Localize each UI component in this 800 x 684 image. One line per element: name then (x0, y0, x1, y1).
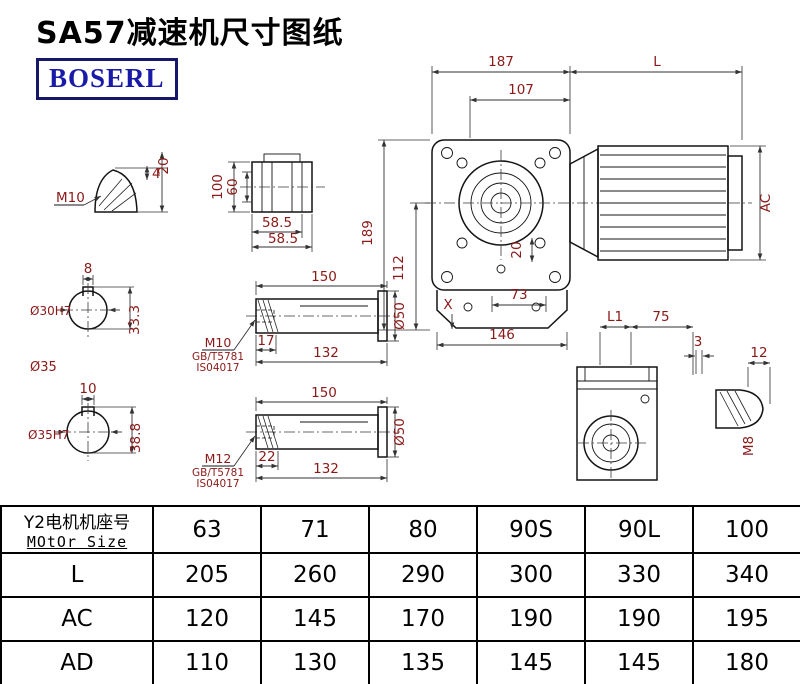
dim-60: 60 (225, 178, 241, 195)
dim-M12-s2: M12 (205, 451, 232, 466)
table-cell: 195 (692, 596, 800, 642)
dim-50-s1: Ø50 (392, 302, 408, 330)
dim-333: 33.3 (127, 305, 143, 335)
shaft2-view: 150 22 132 M12 GB/T5781 IS04017 Ø50 (192, 385, 408, 490)
row-label-AD: AD (0, 640, 154, 684)
motor-size-table: Y2电机机座号 MOtOr Size 63 71 80 90S 90L 100 … (0, 505, 800, 684)
table-row-AD: AD 110 130 135 145 145 180 (0, 640, 800, 684)
table-header-row: Y2电机机座号 MOtOr Size 63 71 80 90S 90L 100 (0, 505, 800, 554)
table-row-L: L 205 260 290 300 330 340 (0, 552, 800, 598)
dim-dia35: Ø35 (30, 360, 57, 375)
table-cell: 290 (368, 552, 478, 598)
table-cell: 205 (152, 552, 262, 598)
bore35-view: 10 Ø35H7 38.8 (28, 381, 144, 461)
std2-s1: IS04017 (196, 362, 239, 374)
motor-size-col: 71 (260, 505, 370, 554)
dim-8: 8 (84, 261, 93, 277)
dim-388: 38.8 (128, 423, 144, 453)
table-cell: 190 (584, 596, 694, 642)
page-title: SA57减速机尺寸图纸 (36, 16, 344, 51)
dim-107: 107 (508, 82, 534, 98)
motor-frame-label-en: MOtOr Size (26, 533, 128, 551)
motor-size-col: 63 (152, 505, 262, 554)
table-header-cell: Y2电机机座号 MOtOr Size (0, 505, 154, 554)
table-row-AC: AC 120 145 170 190 190 195 (0, 596, 800, 642)
dim-112: 112 (391, 255, 407, 281)
table-cell: 170 (368, 596, 478, 642)
dim-L: L (653, 54, 661, 70)
table-cell: 145 (584, 640, 694, 684)
x-mark: X (443, 297, 452, 313)
motor-size-col: 100 (692, 505, 800, 554)
table-cell: 130 (260, 640, 370, 684)
dim-M10-s1: M10 (205, 335, 232, 350)
dim-bore30-label: Ø30H7 (30, 304, 71, 318)
plug-detail: 12 M8 (715, 345, 771, 456)
motor-frame-label-cn: Y2电机机座号 (23, 513, 131, 533)
dim-L1: L1 (607, 309, 623, 325)
table-cell: 135 (368, 640, 478, 684)
side-view: L1 75 3 (576, 309, 714, 481)
dim-10: 10 (79, 381, 96, 397)
dim-187: 187 (488, 54, 514, 70)
main-view: 187 L 107 189 112 20 73 146 X AC (360, 54, 774, 350)
dim-146: 146 (489, 327, 515, 343)
dim-4: 4 (152, 166, 161, 182)
dim-17: 17 (257, 333, 274, 349)
dim-58a: 58.5 (262, 215, 292, 231)
dim-150-s1: 150 (311, 269, 337, 285)
dim-22: 22 (258, 449, 275, 465)
row-label-AC: AC (0, 596, 154, 642)
table-cell: 120 (152, 596, 262, 642)
dim-20-plug: 20 (156, 157, 172, 174)
table-cell: 300 (476, 552, 586, 598)
row-label-L: L (0, 552, 154, 598)
dim-75: 75 (652, 309, 669, 325)
dim-132-s2: 132 (313, 461, 339, 477)
shaft1-view: 150 17 132 M10 GB/T5781 IS04017 Ø50 (192, 269, 408, 374)
dim-12: 12 (750, 345, 767, 361)
table-cell: 330 (584, 552, 694, 598)
std1-s2: GB/T5781 (192, 467, 244, 479)
table-cell: 340 (692, 552, 800, 598)
dim-M10-plug: M10 (56, 190, 85, 206)
table-cell: 145 (476, 640, 586, 684)
bore30-view: 8 Ø30H7 33.3 (30, 261, 143, 337)
table-cell: 110 (152, 640, 262, 684)
table-cell: 260 (260, 552, 370, 598)
dim-M8: M8 (741, 436, 757, 456)
std2-s2: IS04017 (196, 478, 239, 490)
dim-132-s1: 132 (313, 345, 339, 361)
dim-bore35-label: Ø35H7 (28, 428, 69, 442)
table-cell: 145 (260, 596, 370, 642)
flange-view: 100 60 58.5 58.5 (210, 153, 325, 252)
dim-AC: AC (758, 194, 774, 212)
dim-20: 20 (509, 241, 525, 258)
table-cell: 180 (692, 640, 800, 684)
dim-3: 3 (694, 334, 703, 350)
std1-s1: GB/T5781 (192, 351, 244, 363)
dome-detail: M10 20 4 (54, 152, 172, 213)
motor-size-col: 80 (368, 505, 478, 554)
dimension-drawing: 187 L 107 189 112 20 73 146 X AC (28, 54, 774, 490)
dim-50-s2: Ø50 (392, 418, 408, 446)
boserl-logo: BOSERL (36, 58, 178, 101)
table-cell: 190 (476, 596, 586, 642)
motor-size-col: 90S (476, 505, 586, 554)
dim-58b: 58.5 (268, 231, 298, 247)
dim-189: 189 (360, 220, 376, 246)
motor-size-col: 90L (584, 505, 694, 554)
dim-150-s2: 150 (311, 385, 337, 401)
dim-100: 100 (210, 174, 226, 200)
dim-73: 73 (510, 287, 527, 303)
